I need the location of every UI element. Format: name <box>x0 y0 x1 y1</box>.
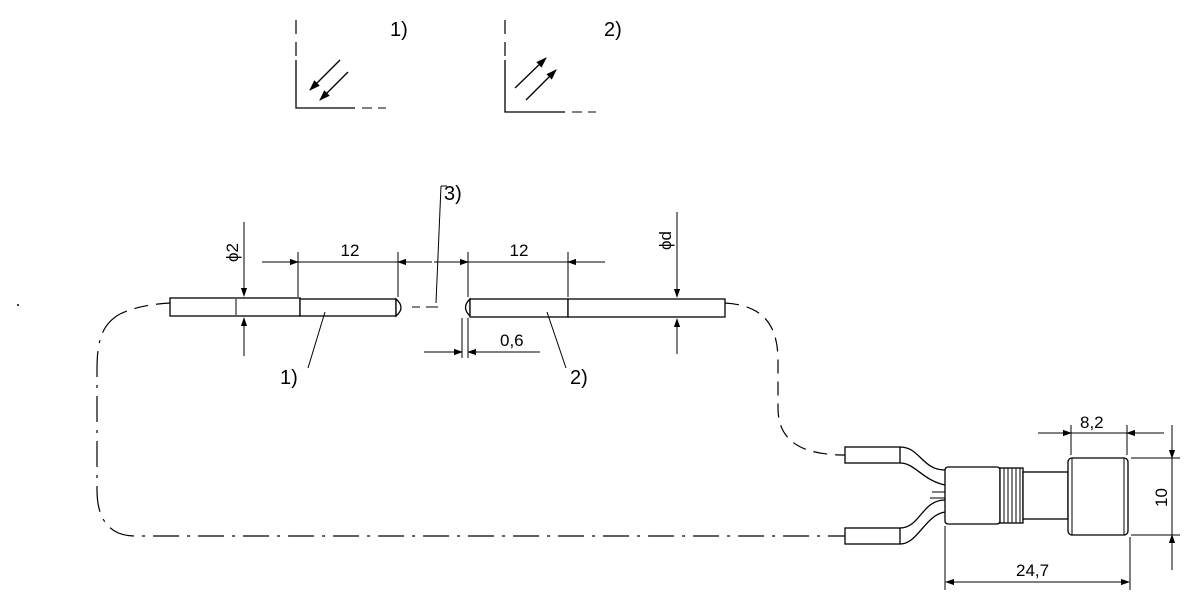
conn-width-label: 8,2 <box>1080 413 1104 432</box>
conn-height-label: 10 <box>1152 488 1171 507</box>
dim-gap: 0,6 <box>424 318 540 358</box>
emitter-arrows-icon <box>504 20 596 113</box>
probe-left <box>169 297 402 318</box>
receiver-arrows-icon <box>295 20 386 109</box>
legend-receiver: 1) <box>295 19 408 109</box>
dim-conn-width: 8,2 <box>1038 413 1164 455</box>
dim-conn-length: 24,7 <box>944 526 1131 590</box>
legend-label-2: 2) <box>604 19 622 41</box>
callout-3-label: 3) <box>444 183 462 205</box>
conn-length-label: 24,7 <box>1016 561 1049 580</box>
dim-diameter-left: ϕ2 <box>223 222 248 356</box>
len-right-label: 12 <box>510 241 529 260</box>
dia-left-label: ϕ2 <box>223 243 242 262</box>
cable <box>96 302 846 537</box>
callout-2: 2) <box>546 311 588 389</box>
dim-length-right: 12 <box>434 241 605 297</box>
dia-right-label: ϕd <box>656 231 675 250</box>
gap-label: 0,6 <box>500 331 524 350</box>
callout-1-label: 1) <box>280 367 298 389</box>
dim-conn-height: 10 <box>1131 425 1180 570</box>
dim-diameter-right: ϕd <box>656 212 681 354</box>
callout-2-label: 2) <box>570 367 588 389</box>
legend-emitter: 2) <box>504 19 622 113</box>
callout-1: 1) <box>280 311 326 389</box>
dim-length-left: 12 <box>262 241 432 297</box>
legend-label-1: 1) <box>390 19 408 41</box>
len-left-label: 12 <box>341 241 360 260</box>
callout-3: 3) <box>435 183 462 304</box>
probe-right <box>464 297 726 318</box>
connector <box>844 446 1129 545</box>
